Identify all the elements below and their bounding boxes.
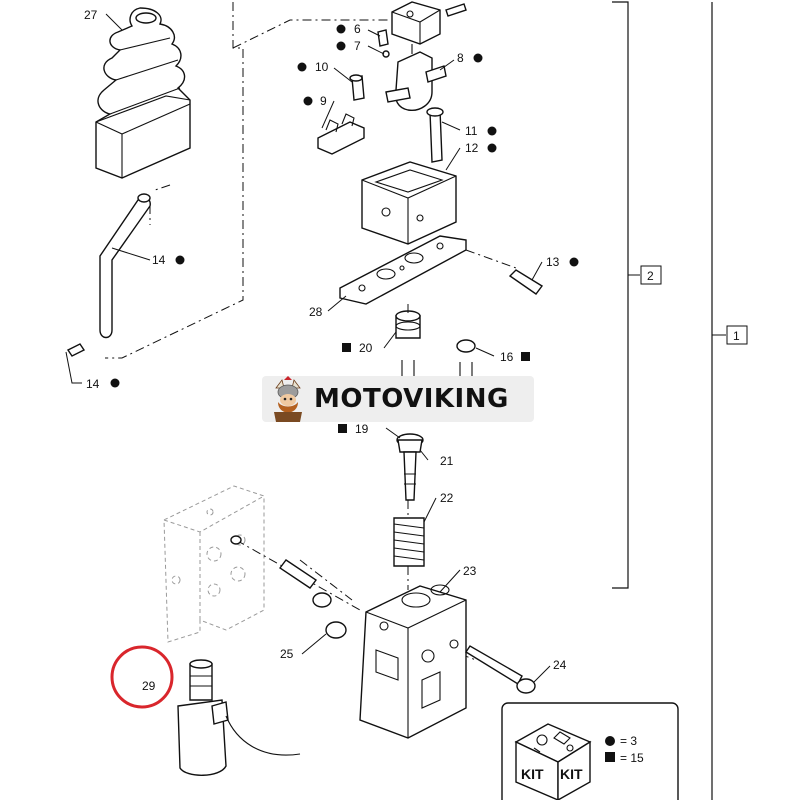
bullet-circle-12 [487,143,497,153]
ring-16-part [456,339,476,378]
callout-25: 25 [280,647,294,661]
spool-21-part [396,433,424,501]
callout-29: 29 [142,679,156,693]
pin-13-part [508,269,544,295]
gasket-plate-28-part [339,235,467,305]
legend-circle-symbol [605,736,615,746]
plunger-guide-20-part [395,310,421,376]
bullet-square-16 [521,352,530,361]
callout-7: 7 [354,39,361,53]
bullet-circle-13 [569,257,579,267]
callout-16: 16 [500,350,514,364]
bullet-circle-10 [297,62,307,72]
highlight-ring-29 [110,645,174,709]
callout-20: 20 [359,341,373,355]
bullet-circle-11 [487,126,497,136]
leader-lines [65,13,551,683]
kit-label-right: KIT [560,766,583,782]
assembly-boundary-lines [105,2,395,359]
callout-19: 19 [355,422,369,436]
callout-23: 23 [463,564,477,578]
bullet-circle-7 [336,41,346,51]
legend-circle-value: = 3 [620,734,637,748]
callout-13: 13 [546,255,560,269]
legend-square-value: = 15 [620,751,644,765]
motoviking-watermark: MOTOVIKING [262,376,534,422]
callout-11: 11 [465,124,478,138]
callout-28: 28 [309,305,323,319]
callout-14-upper: 14 [152,253,166,267]
bullet-square-20 [342,343,351,352]
plate-9-part [317,113,365,155]
screw-10-part [349,74,365,101]
bullet-square-19 [338,424,347,433]
assembly-brackets [612,1,726,800]
callout-6: 6 [354,22,361,36]
assembly-ref-boxes: 2 1 [640,265,748,345]
yoke-coupling-part [385,1,447,111]
watermark-text: MOTOVIKING [314,384,509,414]
bullet-circle-6 [336,24,346,34]
callout-14-lower: 14 [86,377,100,391]
callout-22: 22 [440,491,454,505]
bolt-11-part [426,107,444,163]
bullet-circle-14-lower [110,378,120,388]
adjacent-section-ghost [163,485,265,643]
kit-legend-box: KIT KIT = 3 = 15 [501,702,679,805]
bullet-circle-9 [303,96,313,106]
valve-body-23-part [359,584,467,739]
legend-square-symbol [605,752,615,762]
callout-10: 10 [315,60,329,74]
assembly-ref-2: 2 [647,269,654,283]
callout-24: 24 [553,658,567,672]
joystick-boot-part [95,7,191,179]
callout-9: 9 [320,94,327,108]
callout-8: 8 [457,51,464,65]
kit-label-left: KIT [521,766,544,782]
callout-21: 21 [440,454,454,468]
assembly-ref-1: 1 [733,329,740,343]
kit-cube-icon [514,723,592,802]
callout-12: 12 [465,141,479,155]
callout-27: 27 [84,8,98,22]
bullet-circle-14-upper [175,255,185,265]
bolt-24-part [465,645,536,694]
spring-22-part [393,517,425,567]
bullet-circle-8 [473,53,483,63]
screw-and-orings-part [230,535,347,639]
viking-mascot-icon [274,376,302,422]
solenoid-29-part [177,659,301,776]
lever-rod-part [66,193,151,357]
housing-block-12-part [361,161,457,245]
callout-labels: 27 6 7 8 10 9 11 12 14 13 28 20 16 14 19… [84,8,579,693]
